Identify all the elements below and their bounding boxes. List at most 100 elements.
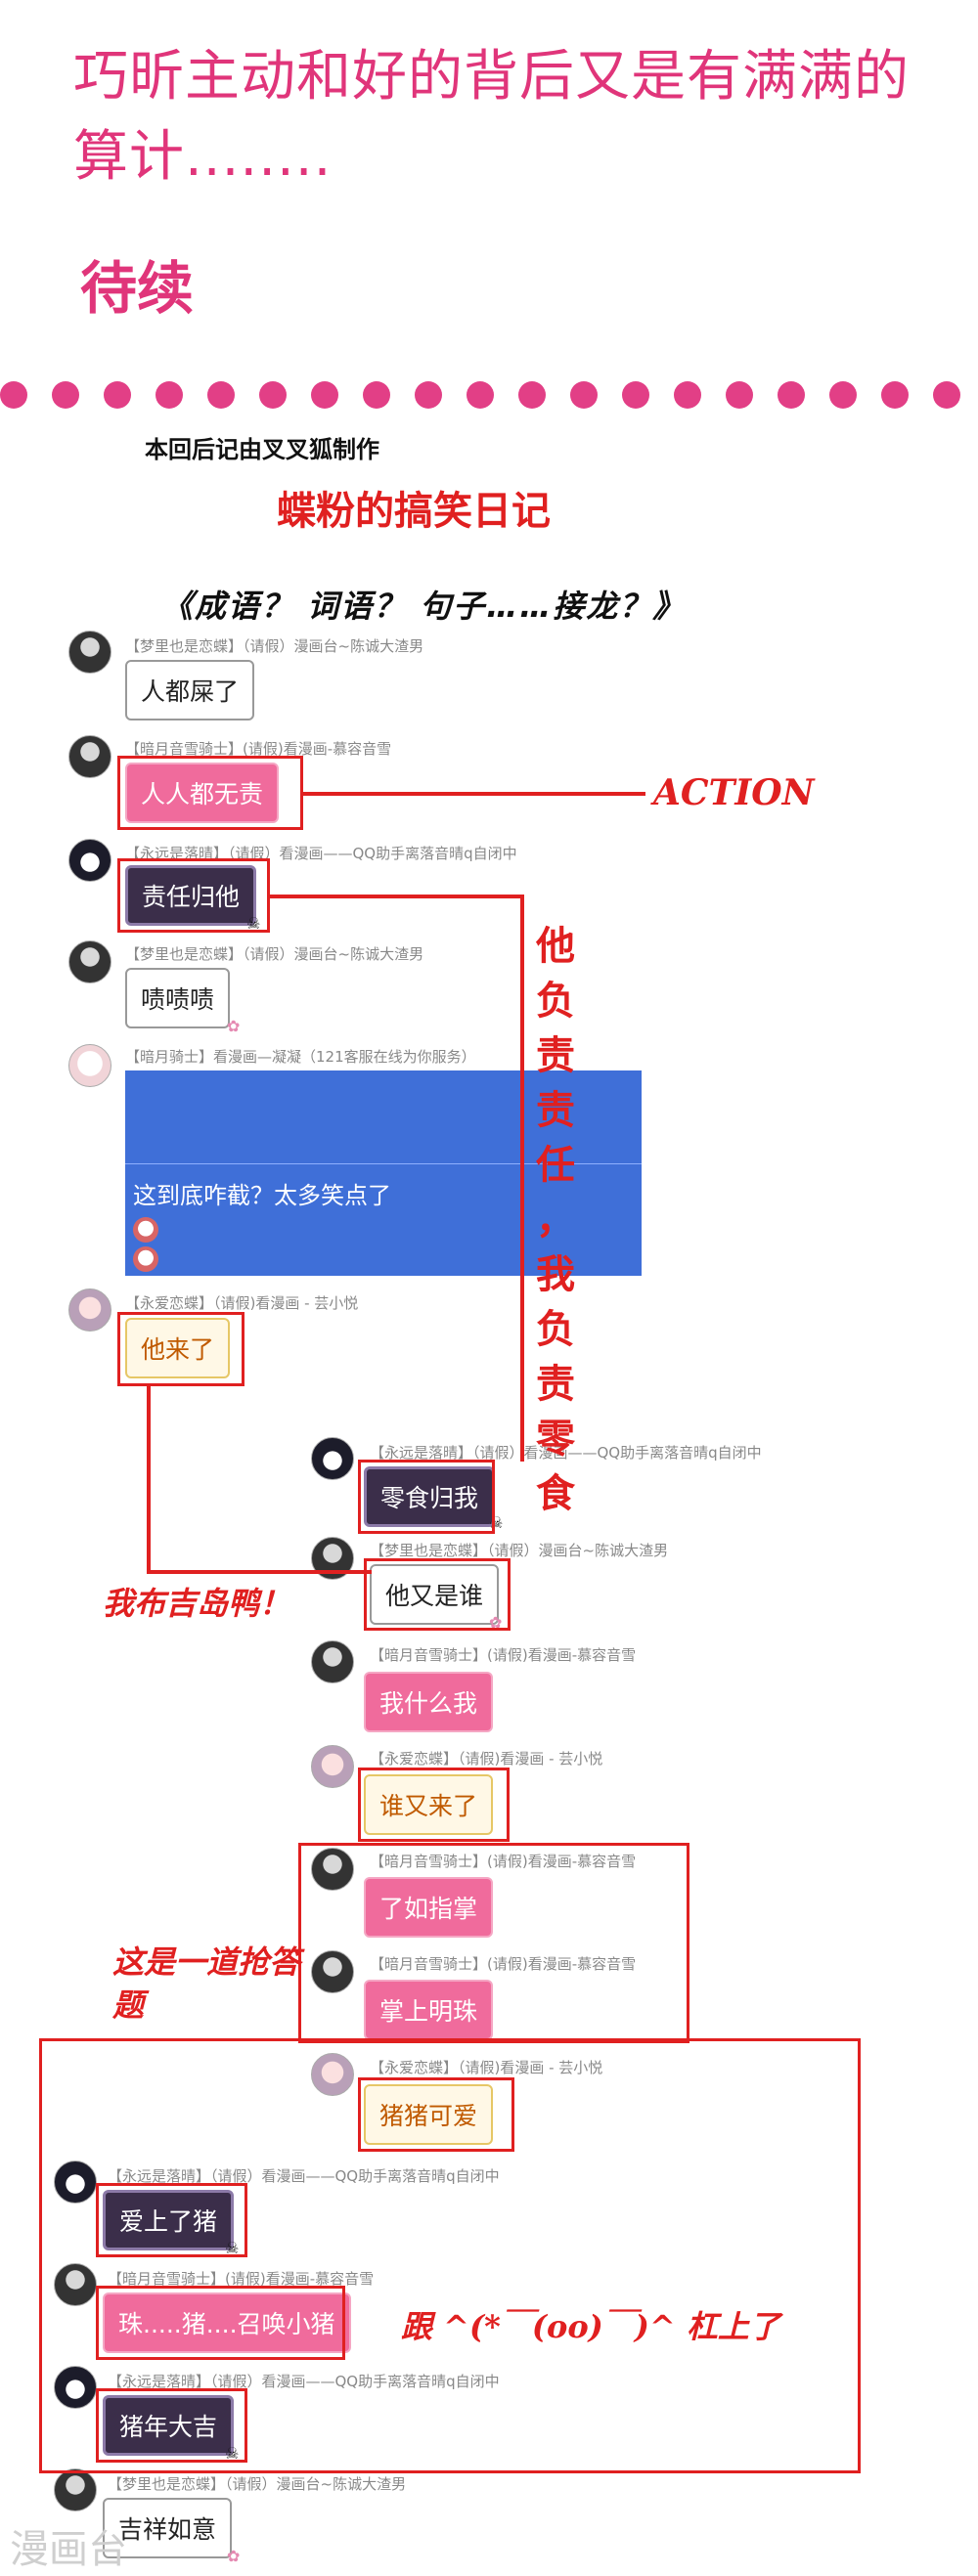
divider-dot [156,381,183,409]
sender-name: 【永远是落晴】（请假）看漫画——QQ助手离落音晴q自闭中 [108,2167,500,2185]
sender-name: 【暗月音雪骑士】(请假)看漫画-慕容音雪 [125,740,392,758]
quiz-region-box [298,1843,689,2043]
avatar [54,2161,97,2204]
avatar [68,735,111,778]
sender-name: 【永远是落晴】（请假）看漫画——QQ助手离落音晴q自闭中 [125,845,517,862]
sender-name: 【梦里也是恋蝶】（请假）漫画台~陈诚大渣男 [125,945,424,963]
afterword-title: 蝶粉的搞笑日记 [277,488,551,534]
vertical-note-char: 负 [536,1306,575,1352]
sender-name: 【暗月音雪骑士】(请假)看漫画-慕容音雪 [370,1853,637,1870]
chat-bubble: 猪年大吉 [103,2395,235,2456]
chat-bubble: 猪猪可爱 [364,2084,494,2145]
annotation-quiz: 这是一道抢答题 [112,1943,301,2024]
skull-icon: ☠ [225,2239,240,2257]
annotation-action: ACTION [653,772,815,813]
divider-dot [0,381,27,409]
avatar [68,1044,111,1087]
divider-dot [933,381,960,409]
chat-bubble: 他又是谁 [370,1564,500,1625]
vertical-note-char: 食 [536,1470,575,1516]
highlight-box [117,1312,244,1386]
divider-dot [622,381,649,409]
avatar [311,1437,354,1480]
chat-bubble-image: 这到底咋截？太多笑点了 [125,1070,642,1276]
chat-bubble: 人都屎了 [125,660,255,720]
pig-region-box [39,2038,861,2473]
divider-dot [104,381,131,409]
divider-dot [259,381,287,409]
annotation-duck: 我布吉岛鸭！ [103,1585,291,1622]
chat-bubble-text: 这到底咋截？太多笑点了 [133,1182,391,1209]
highlight-box [358,1460,495,1534]
flower-icon: ✿ [227,2547,241,2565]
highlight-box [117,858,270,933]
vertical-note-char: 责 [536,1361,575,1407]
avatar [311,1640,354,1683]
panel-divider [125,1163,642,1164]
to-be-continued-label: 待续 [80,255,195,322]
divider-dot [363,381,390,409]
chat-bubble: 啧啧啧 [125,968,231,1028]
divider-dot [726,381,753,409]
watermark: 漫画台 [10,2527,127,2572]
avatar [54,2263,97,2306]
connector-line [520,895,524,1462]
flower-icon: ✿ [227,1017,241,1035]
divider-dot [311,381,338,409]
avatar [311,1950,354,1993]
sender-name: 【永爱恋蝶】（请假)看漫画 - 芸小悦 [370,2059,603,2076]
connector-line [270,895,524,898]
flower-icon: ✿ [489,1613,503,1632]
sender-name: 【梦里也是恋蝶】（请假）漫画台~陈诚大渣男 [370,1542,669,1559]
vertical-note-char: 我 [536,1251,575,1297]
avatar [311,1745,354,1788]
chat-bubble: 了如指掌 [364,1877,494,1938]
divider-dot [778,381,805,409]
highlight-box [96,2388,247,2463]
vertical-note-char: 责 [536,1032,575,1078]
chat-bubble: 人人都无责 [125,763,280,823]
sender-name: 【暗月音雪骑士】(请假)看漫画-慕容音雪 [370,1955,637,1973]
connector-line [303,792,645,796]
avatar [54,2468,97,2511]
vertical-note-char: 他 [536,923,575,969]
avatar [54,2366,97,2409]
divider-dot [52,381,79,409]
sender-name: 【永远是落晴】（请假）看漫画——QQ助手离落音晴q自闭中 [108,2373,500,2390]
highlight-box [358,1768,510,1842]
vertical-note-char: 零 [536,1416,575,1462]
chat-bubble: 谁又来了 [364,1774,494,1835]
divider-dot [415,381,442,409]
emoji-icon [133,1217,158,1243]
vertical-note-char: 责 [536,1087,575,1133]
divider-dot [570,381,598,409]
annotation-face: 跟 ^(*￣(oo)￣)^ 杠上了 [401,2308,780,2345]
avatar [68,940,111,983]
avatar [68,1288,111,1332]
sender-name: 【永爱恋蝶】（请假)看漫画 - 芸小悦 [125,1294,359,1312]
divider-dot [881,381,909,409]
afterword-subtitle: 《成语？ 词语？ 句子……接龙？》 [161,588,687,625]
sender-name: 【永远是落晴】（请假）看漫画——QQ助手离落音晴q自闭中 [370,1444,762,1462]
divider-dot [518,381,546,409]
header-title: 巧昕主动和好的背后又是有满满的算计........ [73,45,910,189]
sender-name: 【永爱恋蝶】（请假)看漫画 - 芸小悦 [370,1750,603,1768]
chat-bubble: 零食归我 [364,1466,496,1527]
connector-line [147,1570,372,1574]
sender-name: 【暗月音雪骑士】(请假)看漫画-慕容音雪 [370,1646,637,1664]
avatar [311,2053,354,2096]
highlight-box [96,2286,345,2360]
vertical-note-char: ， [536,1197,575,1243]
vertical-note-char: 任 [536,1142,575,1188]
highlight-box [364,1558,511,1631]
highlight-box [96,2183,247,2257]
chat-bubble: 珠.....猪....召唤小猪 [103,2292,351,2353]
chat-bubble: 吉祥如意 [103,2498,233,2558]
divider-dot [467,381,494,409]
sender-name: 【暗月音雪骑士】(请假)看漫画-慕容音雪 [108,2270,375,2288]
avatar [68,631,111,674]
chat-bubble: 掌上明珠 [364,1980,494,2040]
avatar [68,839,111,882]
chat-bubble: 爱上了猪 [103,2190,235,2250]
divider-dot [207,381,235,409]
